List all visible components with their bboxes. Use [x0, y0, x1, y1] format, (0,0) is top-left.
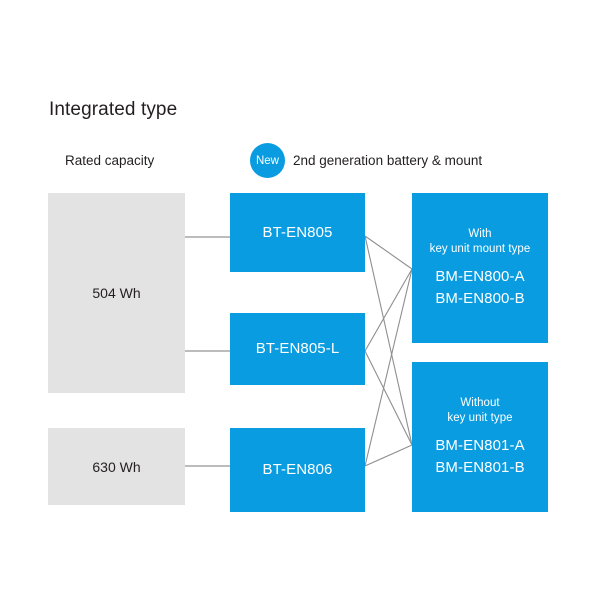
capacity-label-504wh: 504 Wh — [92, 285, 141, 301]
capacity-box-504wh: 504 Wh — [48, 193, 185, 393]
link-en806-to-en800 — [364, 268, 413, 467]
mount-type-line2-bm-en801: key unit type — [447, 411, 513, 424]
battery-box-bt-en805-l: BT-EN805-L — [230, 313, 365, 385]
mount-code-bm-en801-b: BM-EN801-B — [435, 458, 525, 476]
link-en805l-to-en801 — [364, 350, 413, 446]
battery-label-bt-en806: BT-EN806 — [262, 461, 333, 479]
mount-code-bm-en801-a: BM-EN801-A — [435, 436, 525, 454]
mount-type-line1-bm-en800: With — [468, 227, 492, 240]
mount-code-bm-en800-a: BM-EN800-A — [435, 267, 525, 285]
mount-type-description-bm-en800: With key unit mount type — [430, 227, 531, 257]
new-badge-text: 2nd generation battery & mount — [293, 153, 483, 168]
battery-label-bt-en805: BT-EN805 — [262, 223, 333, 241]
mount-code-bm-en800-b: BM-EN800-B — [435, 289, 525, 307]
mount-type-description-bm-en801: Without key unit type — [447, 396, 512, 426]
new-badge-icon: New — [250, 143, 285, 178]
link-en806-to-en801 — [364, 444, 413, 467]
link-en805l-to-en800 — [364, 268, 413, 352]
battery-box-bt-en805: BT-EN805 — [230, 193, 365, 272]
link-en805-to-en800 — [364, 235, 413, 270]
mount-type-line1-bm-en801: Without — [460, 396, 500, 409]
capacity-label-630wh: 630 Wh — [92, 458, 141, 475]
battery-label-bt-en805-l: BT-EN805-L — [255, 340, 340, 358]
battery-box-bt-en806: BT-EN806 — [230, 428, 365, 512]
link-en805-to-en801 — [364, 235, 413, 446]
mount-box-bm-en800: With key unit mount type BM-EN800-A BM-E… — [412, 193, 548, 343]
mount-type-line2-bm-en800: key unit mount type — [429, 242, 531, 255]
rated-capacity-label: Rated capacity — [65, 153, 155, 168]
mount-box-bm-en801: Without key unit type BM-EN801-A BM-EN80… — [412, 362, 548, 512]
capacity-box-630wh: 630 Wh — [48, 428, 185, 505]
page-title: Integrated type — [49, 99, 178, 120]
new-generation-badge-row: New 2nd generation battery & mount — [250, 143, 482, 178]
